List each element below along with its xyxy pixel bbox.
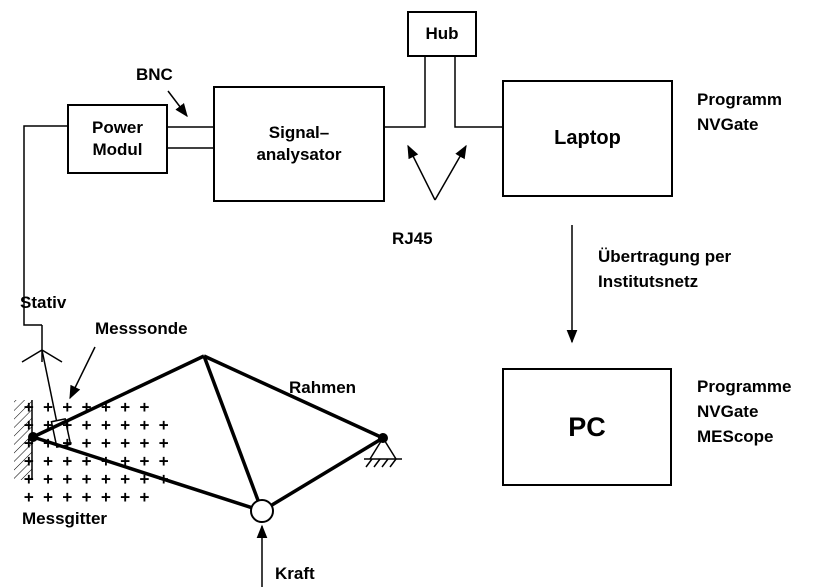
messgitter-label: Messgitter (22, 509, 108, 528)
svg-text:+ + + + + + +: + + + + + + + (24, 397, 150, 416)
transfer-line1: Übertragung per (598, 247, 732, 266)
frame (32, 354, 384, 513)
kraft-label: Kraft (275, 564, 315, 583)
power-module-line2: Modul (92, 140, 143, 159)
laptop-label: Laptop (554, 127, 621, 149)
right-support (364, 437, 402, 468)
power-module-line1: Power (91, 118, 144, 137)
svg-text:+ + + + + + + +: + + + + + + + + (24, 469, 169, 488)
hub-box: Hub (407, 11, 477, 57)
signal-analyser-line2: analysator (256, 145, 342, 164)
signal-analyser-box: Signal– analysator (213, 86, 385, 202)
load-point (250, 499, 274, 523)
pc-software-line3: MEScope (697, 427, 774, 446)
rahmen-label: Rahmen (289, 378, 357, 397)
cable-stand-power (23, 125, 67, 326)
rj45-cable-1 (385, 57, 426, 128)
svg-text:+ + + + + + +: + + + + + + + (24, 487, 150, 506)
left-wall-hatch (14, 400, 32, 480)
stativ-label: Stativ (20, 293, 67, 312)
pc-software-line2: NVGate (697, 402, 759, 421)
rj45-cable-2 (454, 57, 502, 128)
power-module-box: Power Modul (67, 104, 168, 174)
transfer-line2: Institutsnetz (598, 272, 699, 291)
svg-text:+ + + + + + + +: + + + + + + + + (24, 451, 169, 470)
left-joint (28, 432, 38, 442)
pc-label: PC (568, 411, 606, 442)
rj45-arrow-right (434, 144, 467, 201)
laptop-software-line2: NVGate (697, 115, 759, 134)
bnc-label: BNC (136, 65, 173, 84)
laptop-box: Laptop (502, 80, 673, 197)
svg-text:+ + + + + + + +: + + + + + + + + (24, 415, 169, 434)
laptop-software-line1: Programm (697, 90, 783, 109)
measurement-grid: + + + + + + + + + + + + + + + + + + + + … (24, 397, 169, 506)
messsonde-arrow (69, 346, 96, 400)
rj45-label: RJ45 (392, 229, 433, 248)
pc-box: PC (502, 368, 672, 486)
stand-symbol (21, 325, 63, 363)
rj45-arrow-left (407, 144, 436, 201)
hub-label: Hub (425, 24, 459, 43)
bnc-arrow (167, 90, 188, 118)
messsonde-label: Messsonde (95, 319, 188, 338)
signal-analyser-line1: Signal– (268, 123, 330, 142)
pc-software-line1: Programme (697, 377, 792, 396)
probe-rod (41, 349, 59, 429)
